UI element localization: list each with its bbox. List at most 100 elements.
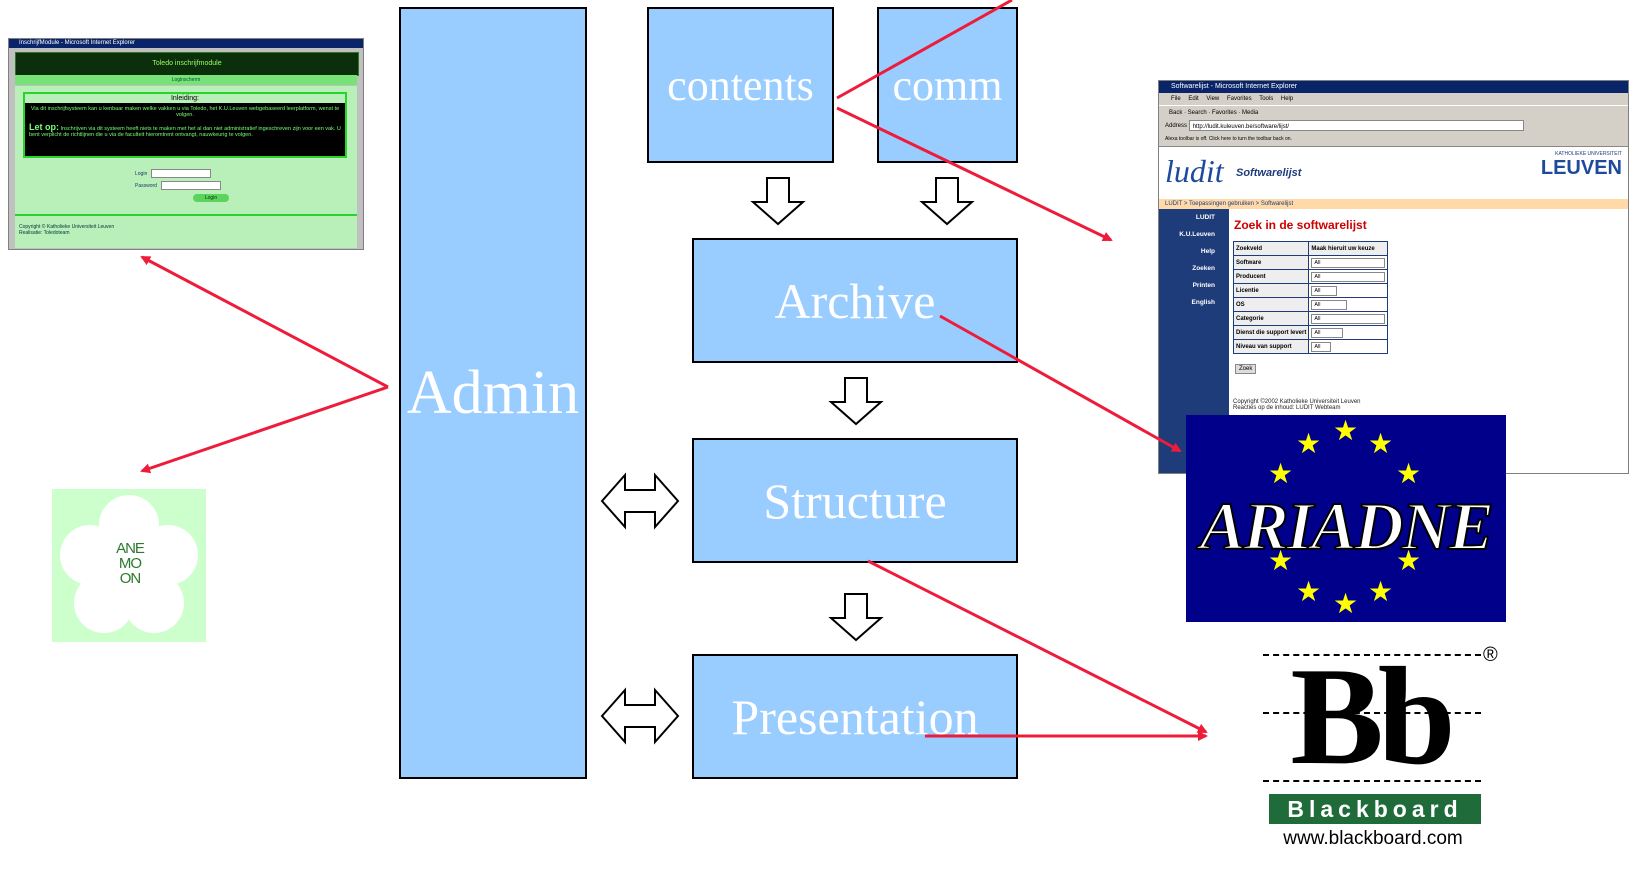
row-field: Software	[1232, 255, 1310, 270]
zoek-button[interactable]: Zoek	[1235, 364, 1257, 374]
toledo-header: Toledo inschrijfmodule	[15, 52, 359, 76]
star-icon: ★	[1296, 576, 1322, 607]
star-icon: ★	[1268, 458, 1294, 489]
bb-top-rule	[1263, 654, 1481, 656]
soft-menu-help[interactable]: Help	[1280, 96, 1294, 102]
ariadne-wordmark: ARIADNE	[1199, 487, 1495, 565]
soft-toolbar[interactable]: Back · Search · Favorites · Media	[1159, 105, 1628, 120]
toledo-window-title: InschrijfModule - Microsoft Internet Exp…	[9, 39, 363, 48]
nav-item-english[interactable]: English	[1191, 299, 1215, 306]
nav-item-printen[interactable]: Printen	[1192, 282, 1215, 289]
anemoon-line1: ANE	[116, 540, 145, 557]
os-select[interactable]: All	[1311, 299, 1348, 310]
toledo-password-label: Password	[135, 183, 157, 189]
producent-select[interactable]: All	[1311, 271, 1386, 282]
bb-mark: Bb	[1290, 640, 1455, 794]
toledo-intro-title: Inleiding:	[25, 94, 345, 103]
toledo-login-label: Login	[135, 171, 148, 177]
anemoon-line2: MO	[118, 555, 142, 572]
double-arrow-structure	[600, 472, 680, 530]
toledo-realisatie: Realisatie: Toledoteam	[19, 230, 70, 236]
soft-menu-file[interactable]: File	[1171, 96, 1181, 102]
ariadne-logo: ★ ★ ★ ★ ★ ★ ★ ★ ★ ★ ARIADNE	[1186, 415, 1506, 622]
soft-site-title: Softwarelijst	[1236, 167, 1302, 179]
soft-alexa-bar[interactable]: Alexa toolbar is off. Click here to turn…	[1159, 133, 1628, 147]
double-arrow-presentation	[600, 687, 680, 745]
nav-item-kuleuven[interactable]: K.U.Leuven	[1179, 231, 1215, 238]
toledo-intro: Inleiding: Via dit inschrijfsysteem kan …	[23, 92, 347, 158]
link-contents-softwarelijst	[836, 106, 1113, 242]
dienst-select[interactable]: All	[1311, 327, 1344, 338]
row-field: Dienst die support levert	[1232, 325, 1310, 340]
toledo-footer: Copyright © Katholieke Universiteit Leuv…	[15, 214, 357, 248]
toledo-password-input[interactable]	[160, 181, 221, 191]
row-field: Niveau van support	[1232, 339, 1310, 354]
col-keuze: Maak hieruit uw keuze	[1308, 241, 1389, 256]
contents-box: contents	[647, 7, 834, 163]
link-structure-blackboard	[867, 559, 1208, 734]
col-zoekveld: Zoekveld	[1232, 241, 1310, 256]
licentie-select[interactable]: All	[1311, 285, 1338, 296]
link-contents-top	[836, 0, 1013, 100]
breadcrumb: LUDIT > Toepassingen gebruiken > Softwar…	[1159, 199, 1628, 209]
soft-address-input[interactable]: http://ludit.kuleuven.be/software/lijst/	[1188, 120, 1524, 131]
soft-menu-view[interactable]: View	[1206, 96, 1220, 102]
toledo-tab: Loginscherm	[15, 75, 357, 85]
star-icon: ★	[1333, 588, 1359, 619]
contents-label: contents	[667, 60, 814, 110]
soft-address-bar: Address http://ludit.kuleuven.be/softwar…	[1159, 120, 1628, 133]
software-select[interactable]: All	[1311, 257, 1386, 268]
toledo-login-button[interactable]: Login	[193, 194, 229, 202]
anemoon-logo: ANE MO ON	[52, 489, 206, 642]
structure-label: Structure	[763, 472, 947, 529]
registered-mark: ®	[1483, 644, 1498, 666]
comm-label: comm	[892, 60, 1003, 110]
kuleuven-logo: KATHOLIEKE UNIVERSITEIT LEUVEN	[1532, 151, 1622, 180]
soft-copyright: Copyright ©2002 Katholieke Universiteit …	[1233, 399, 1361, 411]
soft-menu-favorites[interactable]: Favorites	[1226, 96, 1252, 102]
soft-menu-edit[interactable]: Edit	[1188, 96, 1199, 102]
uni-big: LEUVEN	[1540, 157, 1622, 179]
toledo-body: Inleiding: Via dit inschrijfsysteem kan …	[15, 86, 357, 248]
niveau-select[interactable]: All	[1311, 341, 1332, 352]
toledo-login-input[interactable]	[151, 169, 212, 179]
nav-item-help[interactable]: Help	[1200, 248, 1215, 255]
bb-bottom-rule	[1263, 780, 1481, 782]
down-arrow-comm	[919, 177, 975, 226]
link-admin-toledo	[140, 255, 389, 389]
soft-heading: Zoek in de softwarelijst	[1234, 218, 1367, 232]
soft-menu-tools[interactable]: Tools	[1259, 96, 1274, 102]
bb-mid-rule	[1263, 712, 1481, 714]
nav-item-zoeken[interactable]: Zoeken	[1192, 265, 1215, 272]
link-admin-anemoon	[140, 385, 389, 474]
toledo-intro-text: Via dit inschrijfsysteem kan u kenbaar m…	[30, 106, 340, 118]
down-arrow-structure	[828, 593, 884, 642]
anemoon-text: ANE MO ON	[104, 541, 156, 586]
toledo-login-form: Login Password	[135, 168, 221, 192]
link-archive-ariadne	[939, 314, 1182, 453]
structure-box: Structure	[692, 438, 1018, 563]
star-icon: ★	[1396, 545, 1422, 576]
soft-window-title: Softwarelijst - Microsoft Internet Explo…	[1159, 81, 1628, 93]
star-icon: ★	[1368, 428, 1394, 459]
anemoon-line3: ON	[119, 570, 142, 587]
soft-copyright-text: Copyright ©2002 Katholieke Universiteit …	[1233, 399, 1361, 405]
categorie-select[interactable]: All	[1311, 313, 1386, 324]
toledo-letop-label: Let op:	[29, 122, 59, 132]
soft-address-label: Address	[1165, 123, 1188, 130]
uni-small: KATHOLIEKE UNIVERSITEIT	[1555, 151, 1622, 157]
nav-item-ludit[interactable]: LUDIT	[1195, 214, 1215, 221]
bb-url: www.blackboard.com	[1283, 828, 1463, 849]
star-icon: ★	[1268, 545, 1294, 576]
blackboard-logo: Bb ® Blackboard www.blackboard.com	[1255, 640, 1515, 860]
softwarelijst-screenshot: Softwarelijst - Microsoft Internet Explo…	[1158, 80, 1629, 474]
toledo-screenshot: InschrijfModule - Microsoft Internet Exp…	[8, 38, 364, 250]
toledo-header-text: Toledo inschrijfmodule	[152, 60, 222, 67]
toledo-letop-text: Inschrijven via dit systeem heeft niets …	[29, 126, 341, 138]
